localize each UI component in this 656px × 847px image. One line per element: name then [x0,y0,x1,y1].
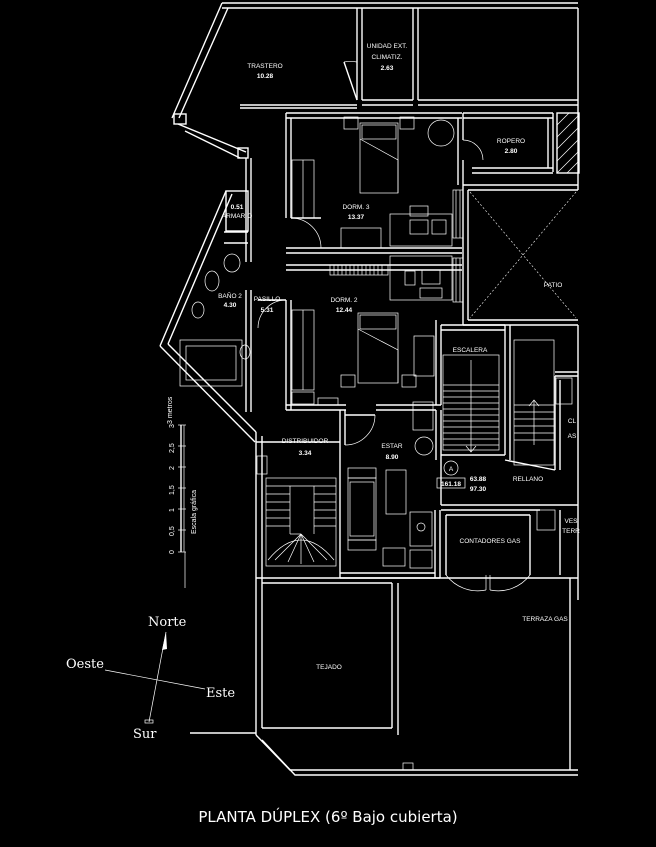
compass-east: Este [206,686,235,701]
room-area-armario: 0.51 [231,204,244,211]
partial-label-ves: VES [564,518,578,525]
partial-label-cl: CL [568,418,577,425]
room-label-unidad-2: CLIMATIZ. [372,54,403,61]
compass-west: Oeste [66,657,104,672]
scale-bar: 3 metros 0 0,5 1 1,5 2 2,5 3 Escala gráf… [167,396,198,588]
room-label-dorm3: DORM. 3 [342,204,369,211]
room-area-estar: 8.90 [386,454,399,461]
compass-rose: Norte Oeste Este Sur [66,615,235,742]
room-label-unidad: UNIDAD EXT. [367,43,408,50]
room-label-ropero: ROPERO [497,138,525,145]
scale-tick-2: 2 [169,466,176,470]
scale-tick-15: 1,5 [169,485,176,495]
room-label-trastero: TRASTERO [247,63,282,70]
drawing-caption: PLANTA DÚPLEX (6º Bajo cubierta) [198,808,458,826]
room-area-ropero: 2.80 [505,148,518,155]
room-labels: TRASTERO 10.28 UNIDAD EXT. CLIMATIZ. 2.6… [218,43,580,671]
area-value-1: 63.88 [470,476,487,483]
room-area-bano2: 4.30 [224,302,237,309]
room-label-terraza-gas: TERRAZA GAS [522,616,568,623]
room-label-bano2: BAÑO 2 [218,291,242,300]
room-area-unidad: 2.63 [381,65,394,72]
room-label-estar: ESTAR [381,443,402,450]
room-label-contadores: CONTADORES GAS [460,538,522,545]
room-area-trastero: 10.28 [257,73,274,80]
compass-ew-axis [104,669,206,690]
compass-south: Sur [133,727,157,742]
scale-unit: 3 metros [167,396,174,424]
scale-tick-25: 2,5 [169,443,176,453]
furniture [179,116,573,569]
partial-label-as: AS [568,433,577,440]
room-label-dorm2: DORM. 2 [330,297,357,304]
walls [159,2,580,776]
room-area-dorm2: 12.44 [336,307,353,314]
area-summary: A 161.18 63.88 97.30 [436,460,487,493]
partial-label-terr: TERR [562,528,580,535]
scale-tick-0: 0 [169,550,176,554]
room-area-distribuidor: 3.34 [299,450,312,457]
compass-north: Norte [148,615,187,630]
north-arrow-icon [162,632,167,650]
area-marker-letter: A [449,466,454,473]
room-label-rellano: RELLANO [513,476,543,483]
room-label-pasillo: PASILLO [254,296,281,303]
scale-title: Escala gráfica [191,490,198,534]
room-label-armario: ARMARIO [222,213,252,220]
scale-tick-05: 0,5 [169,526,176,536]
scale-tick-3: 3 [169,424,176,428]
room-area-pasillo: 5.31 [261,307,274,314]
room-label-distribuidor: DISTRIBUIDOR [282,438,329,445]
area-value-2: 97.30 [470,486,487,493]
scale-tick-1: 1 [169,508,176,512]
area-marker-circle [443,460,459,476]
room-area-dorm3: 13.37 [348,214,365,221]
room-label-patio: PATIO [544,282,563,289]
room-label-escalera: ESCALERA [453,347,488,354]
area-total: 161.18 [441,481,461,488]
room-label-tejado: TEJADO [316,664,342,671]
